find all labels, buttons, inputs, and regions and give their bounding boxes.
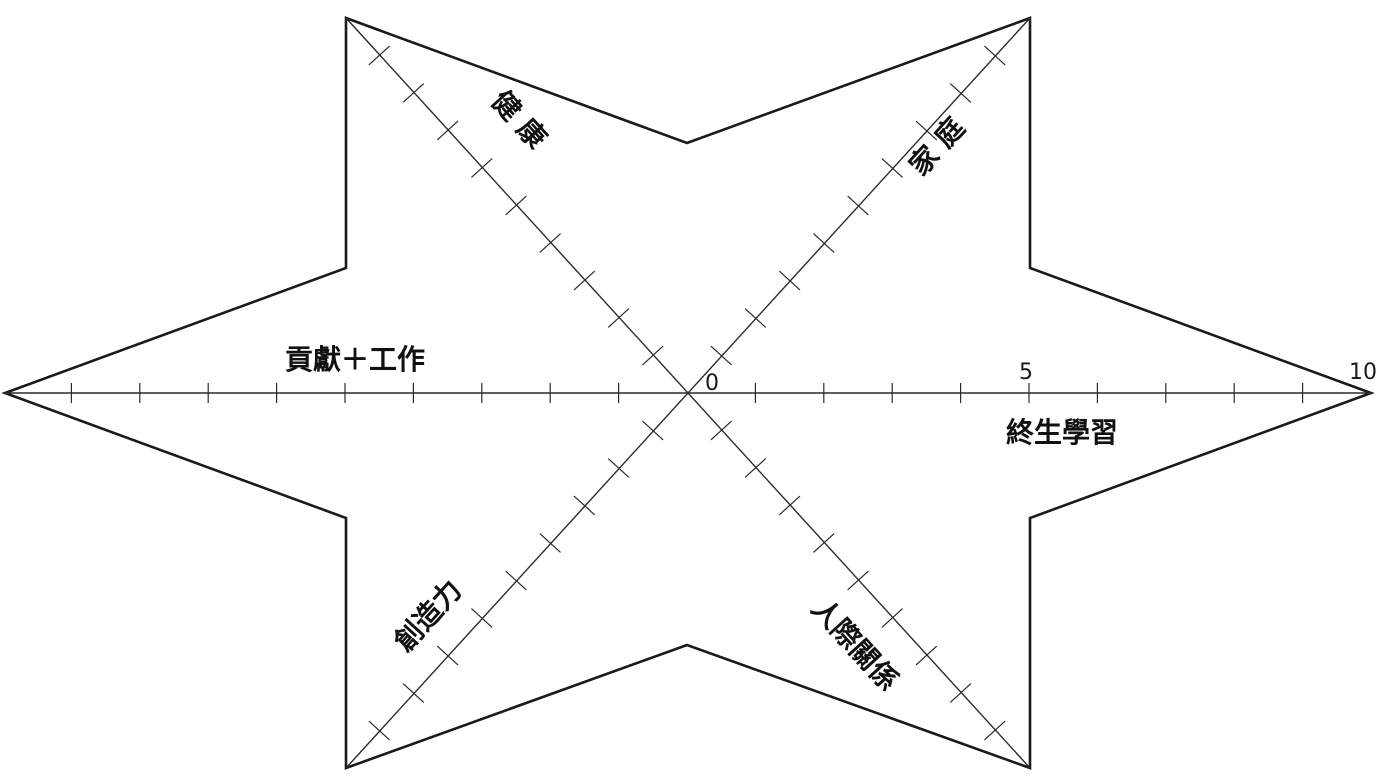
axis-title-contribution-work: 貢獻＋工作 [285, 343, 425, 376]
scale-label-ten: 10 [1349, 360, 1377, 385]
tick-diagonal [436, 645, 459, 666]
tick-diagonal [847, 570, 869, 591]
tick-diagonal [915, 645, 938, 666]
axis-diagonal-falling [345, 17, 1031, 769]
tick-diagonal [539, 533, 561, 553]
tick-diagonal [847, 195, 869, 216]
tick-diagonal [471, 608, 493, 628]
tick-diagonal [573, 495, 596, 516]
tick-diagonal [744, 458, 767, 478]
ticks-group [70, 45, 1304, 741]
tick-diagonal [642, 345, 664, 366]
tick-diagonal [607, 458, 630, 478]
tick-diagonal [744, 308, 767, 328]
tick-diagonal [402, 83, 425, 103]
tick-diagonal [949, 683, 972, 703]
scale-label-five: 5 [1019, 360, 1033, 385]
tick-diagonal [607, 308, 630, 328]
tick-diagonal [436, 120, 459, 141]
tick-diagonal [642, 420, 664, 441]
tick-diagonal [984, 720, 1006, 741]
tick-diagonal [881, 608, 903, 628]
tick-diagonal [402, 683, 425, 703]
axis-title-lifelong-learning: 終生學習 [1006, 416, 1118, 449]
tick-diagonal [368, 720, 390, 741]
tick-diagonal [471, 158, 493, 178]
tick-diagonal [984, 45, 1006, 66]
tick-diagonal [505, 195, 527, 216]
tick-diagonal [949, 83, 972, 103]
scale-labels: 0 5 10 [705, 360, 1377, 396]
tick-diagonal [573, 270, 596, 291]
tick-diagonal [368, 45, 390, 66]
axes-group [5, 17, 1371, 769]
tick-diagonal [881, 158, 903, 178]
tick-diagonal [710, 420, 732, 441]
scale-label-zero: 0 [705, 371, 719, 396]
tick-diagonal [539, 233, 561, 253]
tick-diagonal [813, 533, 835, 553]
tick-diagonal [813, 233, 835, 253]
tick-diagonal [915, 120, 938, 141]
tick-diagonal [710, 345, 732, 366]
tick-diagonal [505, 570, 527, 591]
tick-diagonal [778, 495, 801, 516]
tick-diagonal [778, 270, 801, 291]
